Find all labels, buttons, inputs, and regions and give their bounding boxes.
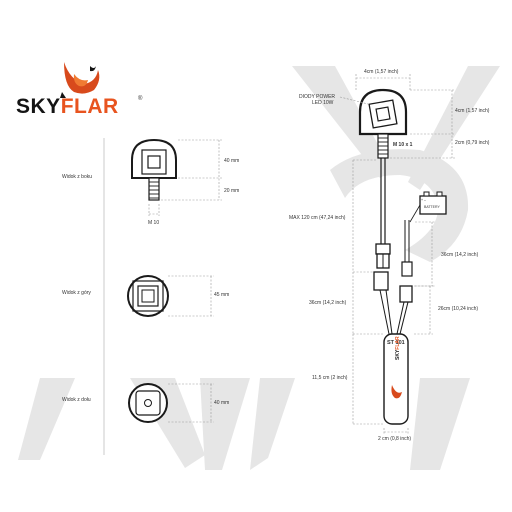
side-view-thread: M 10 [148, 220, 160, 226]
top-view-dim: 45 mm [214, 292, 230, 298]
module-model-label: ST 101 [387, 340, 405, 346]
thread-label: M 10 x 1 [393, 142, 413, 148]
module-length-dim: 11,5 cm (2 inch) [312, 375, 348, 381]
brand-flar: FLAR [60, 95, 119, 118]
bottom-view-dim: 40 mm [214, 400, 230, 406]
lower-lead-dim: 36cm (14,2 inch) [309, 300, 347, 306]
side-view-caption: Widok z boku [62, 174, 93, 180]
module-brand-sky: SKY [395, 349, 401, 360]
diode-label-line1: DIODY POWER [299, 94, 336, 100]
side-view-dim-bottom: 20 mm [224, 188, 240, 194]
registered-mark: ® [138, 96, 143, 102]
battery-label: BATTERY [424, 205, 440, 209]
module-brand-flar: FLAR [395, 336, 401, 350]
bottom-view-caption: Widok z dołu [62, 397, 91, 403]
top-width-dim: 4cm (1,57 inch) [364, 69, 399, 75]
battery-lead-dim: 36cm (14,2 inch) [441, 252, 479, 258]
module-logo-icon [391, 385, 402, 399]
side-view-dim-top: 40 mm [224, 158, 240, 164]
head-height-dim: 4cm (1,57 inch) [455, 108, 490, 114]
fork-length-dim: 26cm (10,24 inch) [438, 306, 479, 312]
cable-length-dim: MAX 120 cm (47,24 inch) [289, 215, 346, 221]
module-brand: SKYFLAR [395, 336, 401, 360]
stem-height-dim: 2cm (0,79 inch) [455, 140, 490, 146]
brand-sky: SKY [16, 95, 61, 118]
module-width-dim: 2 cm (0,8 inch) [378, 436, 412, 442]
top-view-caption: Widok z góry [62, 290, 91, 296]
battery-polarity: + – [421, 198, 426, 202]
diode-label-line2: LED 10W [312, 100, 334, 106]
brand-wordmark: SKYFLAR [16, 96, 119, 117]
